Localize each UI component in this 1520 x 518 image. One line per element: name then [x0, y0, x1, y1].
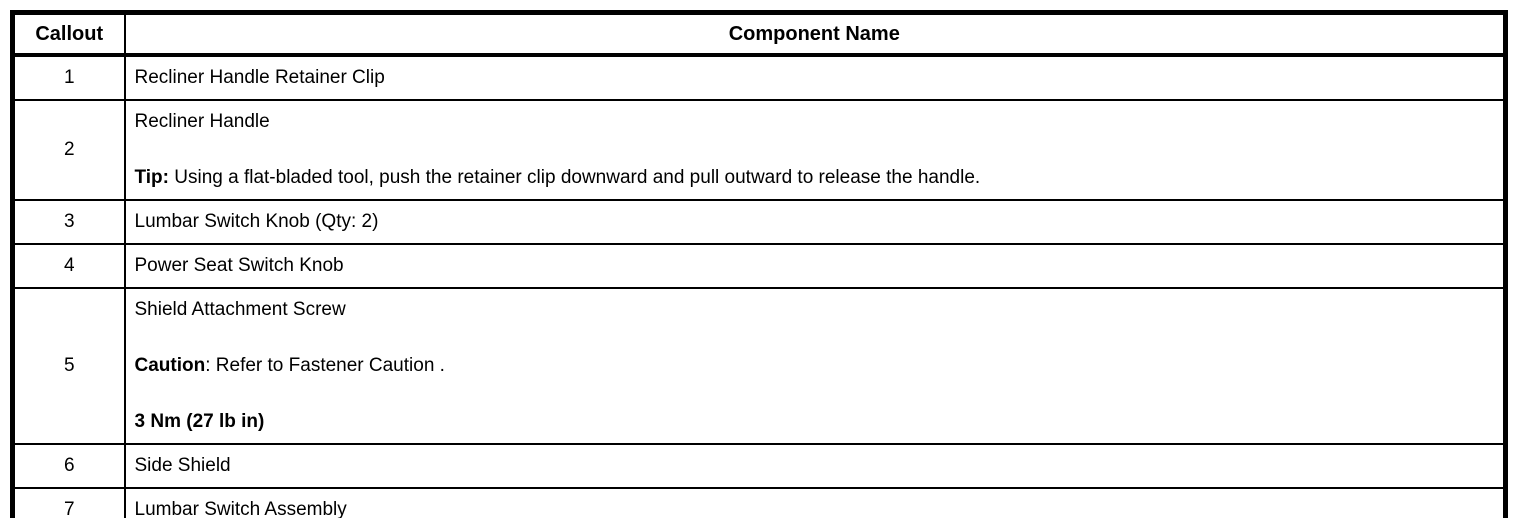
plain-text: Side Shield	[134, 455, 231, 476]
plain-text: Lumbar Switch Knob (Qty: 2)	[134, 211, 379, 232]
plain-text: Recliner Handle Retainer Clip	[134, 67, 385, 88]
callout-number: 1	[11, 54, 126, 101]
plain-text: Using a flat-bladed tool, push the retai…	[168, 167, 981, 188]
plain-text: Recliner Handle	[134, 111, 270, 132]
component-table: Callout Component Name 1 Recliner Handle …	[10, 10, 1508, 518]
table-row: 1 Recliner Handle Retainer Clip	[11, 54, 1507, 101]
plain-text: Power Seat Switch Knob	[134, 255, 344, 276]
component-name-column-header: Component Name	[123, 11, 1507, 57]
component-text-line: 3 Nm (27 lb in)	[135, 409, 1494, 435]
emphasized-text: Tip:	[134, 167, 169, 188]
emphasized-text: 3 Nm (27 lb in)	[134, 411, 265, 432]
table-header-row: Callout Component Name	[11, 11, 1507, 57]
callout-column-header: Callout	[11, 11, 126, 57]
callout-number: 3	[11, 199, 126, 245]
component-text-line: Caution: Refer to Fastener Caution .	[135, 353, 1494, 379]
plain-text: Lumbar Switch Assembly	[134, 499, 347, 518]
component-text-line: Shield Attachment Screw	[135, 297, 1494, 323]
component-name-cell: Recliner Handle Retainer Clip	[123, 54, 1507, 101]
callout-number: 6	[11, 443, 126, 489]
component-text-line: Side Shield	[135, 453, 1494, 479]
component-text-line: Lumbar Switch Assembly	[135, 497, 1494, 518]
table-row: 6 Side Shield	[11, 443, 1507, 489]
component-text-line: Lumbar Switch Knob (Qty: 2)	[135, 209, 1494, 235]
component-name-cell: Side Shield	[123, 443, 1507, 489]
plain-text: : Refer to Fastener Caution .	[205, 355, 445, 376]
component-name-cell: Power Seat Switch Knob	[123, 243, 1507, 289]
callout-number: 2	[11, 99, 126, 201]
table-row: 4 Power Seat Switch Knob	[11, 243, 1507, 289]
component-text-line: Recliner Handle	[135, 109, 1494, 135]
callout-number: 5	[11, 287, 126, 445]
emphasized-text: Caution	[134, 355, 206, 376]
callout-number: 4	[11, 243, 126, 289]
component-text-line: Recliner Handle Retainer Clip	[135, 65, 1494, 91]
component-name-cell: Lumbar Switch Knob (Qty: 2)	[123, 199, 1507, 245]
plain-text: Shield Attachment Screw	[134, 299, 346, 320]
callout-number: 7	[11, 487, 126, 518]
component-text-line: Tip: Using a flat-bladed tool, push the …	[135, 165, 1494, 191]
component-name-cell: Lumbar Switch Assembly	[123, 487, 1507, 518]
table-row: 3 Lumbar Switch Knob (Qty: 2)	[11, 199, 1507, 245]
table-row: 7 Lumbar Switch Assembly	[11, 487, 1507, 518]
component-text-line: Power Seat Switch Knob	[135, 253, 1494, 279]
